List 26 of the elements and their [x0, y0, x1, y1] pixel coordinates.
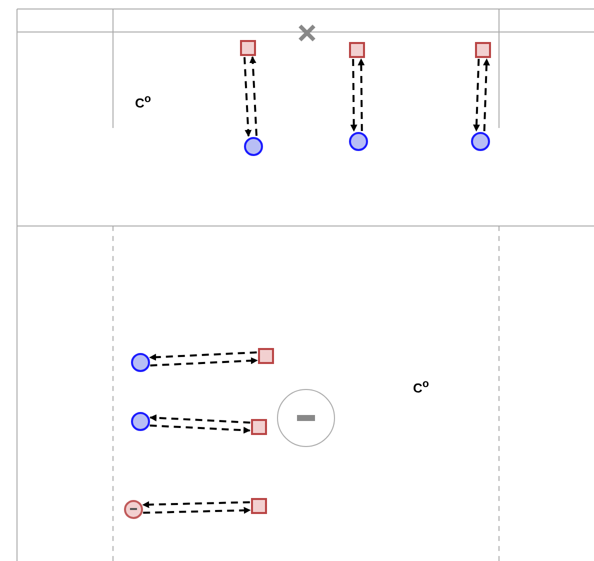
arrow [249, 56, 258, 136]
arrow [358, 58, 365, 132]
arrow [150, 424, 250, 434]
arrow [350, 58, 358, 132]
arrow [142, 501, 250, 508]
player-circle [130, 352, 150, 372]
player-square [258, 348, 274, 364]
player-square [251, 419, 267, 435]
arrow [150, 357, 258, 366]
arrow [143, 506, 251, 514]
arrow [149, 351, 257, 361]
player-circle [124, 500, 142, 518]
arrow [150, 414, 250, 424]
player-square [475, 42, 491, 58]
arrow [473, 58, 480, 132]
player-circle [244, 136, 262, 156]
player-square [251, 498, 267, 514]
player-circle [470, 132, 490, 150]
coach-label: C$^{o}$ [413, 377, 430, 396]
arrow [483, 58, 490, 132]
player-circle [348, 132, 368, 150]
player-square [349, 42, 365, 58]
player-square [240, 40, 256, 56]
player-circle [130, 412, 150, 430]
coach-label: C$^{o}$ [135, 92, 152, 110]
arrow [244, 57, 252, 137]
